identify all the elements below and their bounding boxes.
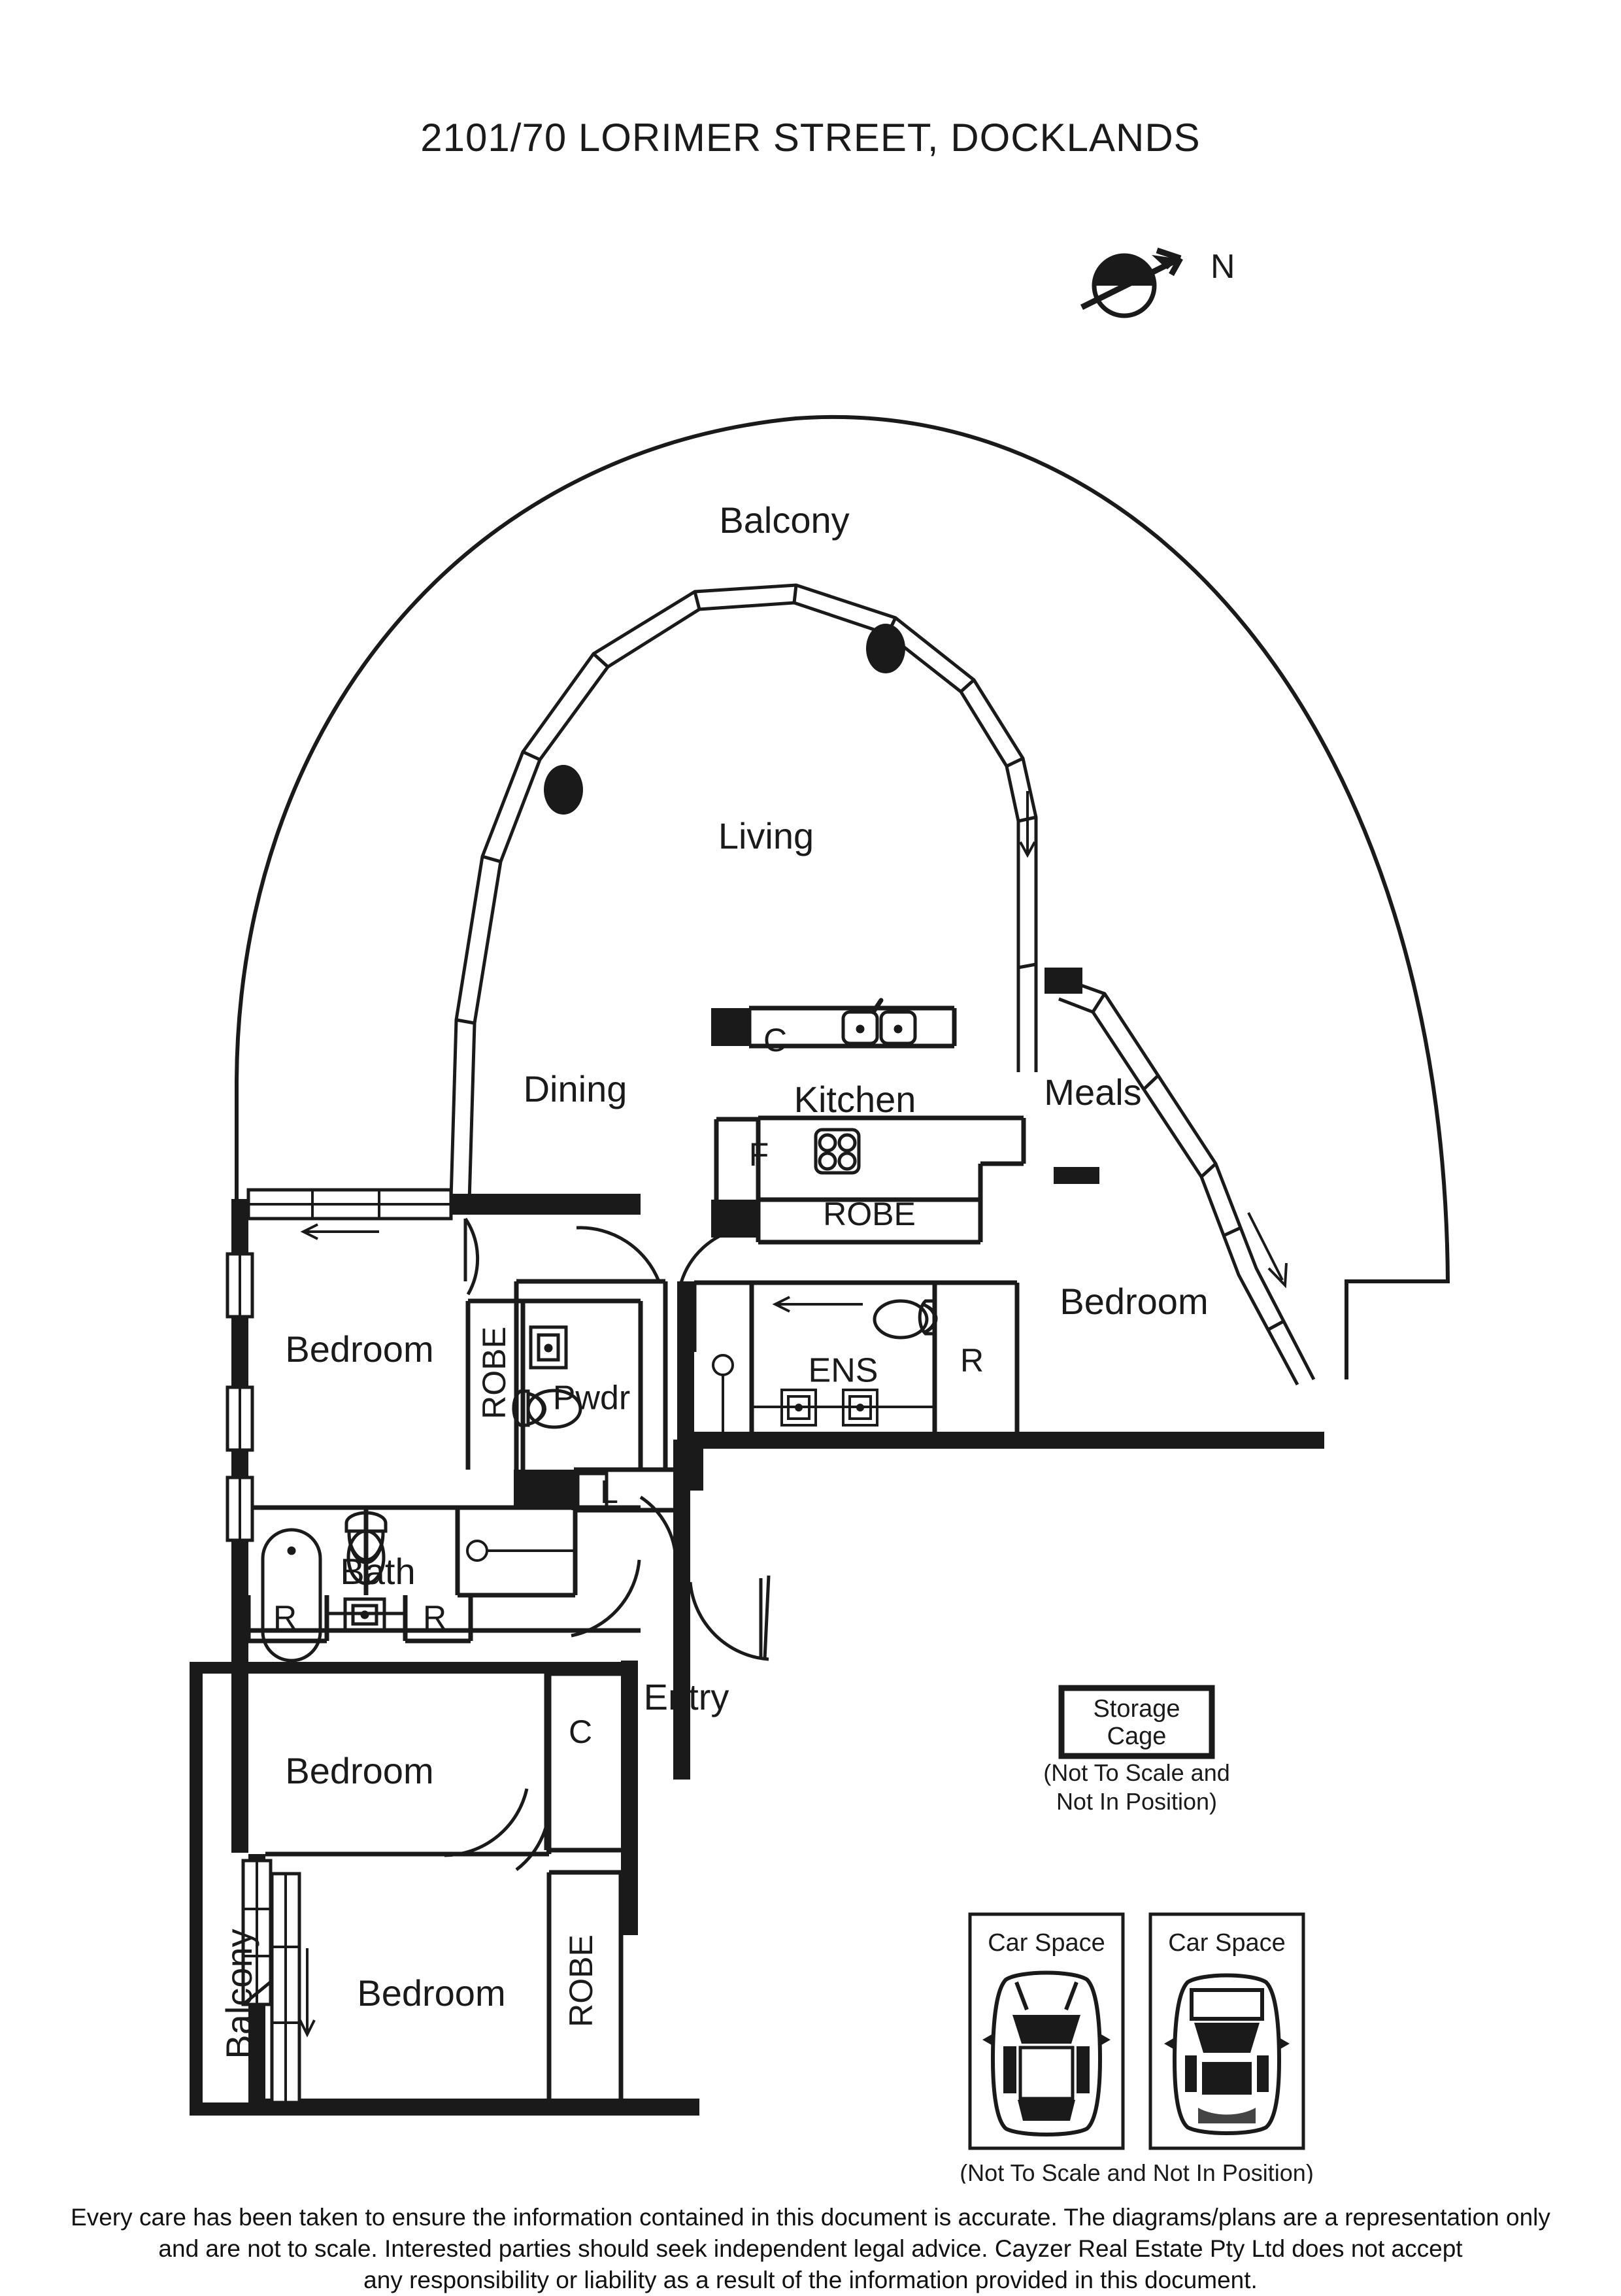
toilet-pwdr-icon <box>512 1389 582 1429</box>
room-label-pwdr: Pwdr <box>553 1379 630 1417</box>
fixture-label-robe-ens: R <box>960 1342 984 1379</box>
disclaimer-line-2: and are not to scale. Interested parties… <box>158 2235 1463 2263</box>
room-label-dining: Dining <box>524 1068 627 1109</box>
slide-arrow-dining <box>300 1223 379 1240</box>
bathtub-icon <box>261 1528 322 1663</box>
fixture-label-laundry: L <box>600 1474 618 1510</box>
room-label-bedroom-sw: Bedroom <box>285 1750 433 1791</box>
right-glazing <box>1058 975 1316 1386</box>
room-label-bedroom-west: Bedroom <box>285 1328 433 1370</box>
storage-cage-box <box>1058 1685 1215 1759</box>
room-label-ens: ENS <box>809 1352 878 1390</box>
basin-pwdr-icon <box>529 1325 568 1370</box>
slide-arrow-bedroom-right <box>1247 1212 1288 1289</box>
toilet-bath-icon <box>344 1511 388 1585</box>
fixture-label-robe-bath-right: R <box>423 1599 446 1636</box>
storage-cage-caption-line2: Not In Position) <box>1056 1788 1217 1815</box>
disclaimer-line-3: any responsibility or liability as a res… <box>363 2267 1258 2294</box>
car-space-right-label: Car Space <box>1168 1929 1286 1957</box>
slide-arrow-living <box>1019 791 1036 858</box>
storage-cage-label-line1: Storage <box>1093 1695 1180 1723</box>
slide-arrow-bedroom-south <box>299 1948 316 2038</box>
fixture-label-fridge: F <box>749 1136 769 1173</box>
room-label-meals: Meals <box>1044 1072 1141 1113</box>
car-space-caption: (Not To Scale and Not In Position) <box>960 2159 1314 2184</box>
structural-walls <box>190 968 1324 2116</box>
fixture-label-robe-bed-west: ROBE <box>476 1326 512 1419</box>
arrow-ens <box>772 1296 863 1313</box>
room-label-bedroom-south: Bedroom <box>357 1972 505 2014</box>
laundry-appliance-icon <box>576 1472 609 1510</box>
balcony-sw-step <box>242 1874 274 2006</box>
floor-plan-canvas: N <box>190 247 1450 2184</box>
room-label-bath: Bath <box>340 1551 415 1592</box>
room-label-bedroom-main: Bedroom <box>1060 1281 1208 1322</box>
fixture-label-robe-bed-south: ROBE <box>563 1934 599 2027</box>
balcony-outline <box>235 414 1450 1379</box>
room-label-balcony-sw: Balcony <box>218 1929 259 2059</box>
footer-disclaimer: Every care has been taken to ensure the … <box>0 2202 1621 2296</box>
door-marker-living-right <box>866 624 905 673</box>
kitchen-sink-icon <box>841 998 917 1045</box>
basins-ens-icon <box>752 1389 935 1427</box>
disclaimer-line-1: Every care has been taken to ensure the … <box>71 2204 1550 2231</box>
car-icon-left <box>982 1970 1111 2136</box>
room-label-kitchen: Kitchen <box>794 1079 916 1120</box>
shower-bath-icon <box>466 1540 575 1562</box>
compass-label: N <box>1211 248 1235 286</box>
fixture-label-robe-bath-left: R <box>273 1599 297 1636</box>
car-space-left-label: Car Space <box>988 1929 1105 1957</box>
storage-cage-caption-line1: (Not To Scale and <box>1043 1759 1230 1786</box>
storage-cage-label-line2: Cage <box>1107 1723 1167 1750</box>
living-glazing <box>449 583 1038 1202</box>
room-label-entry: Entry <box>644 1676 729 1717</box>
toilet-ens-icon <box>873 1299 938 1340</box>
fixture-label-cupboard-kitchen: C <box>763 1022 787 1058</box>
fixture-labels: ROBE ROBE ROBE C C F L R R R <box>273 1022 984 2027</box>
window-bedroom-south-mullions <box>272 1874 299 2102</box>
cooktop-icon <box>814 1128 861 1175</box>
window-dining-mullions <box>248 1190 451 1219</box>
door-marker-living-left <box>544 765 583 815</box>
page-title: 2101/70 LORIMER STREET, DOCKLANDS <box>420 116 1201 160</box>
fixture-label-cupboard-entry: C <box>569 1714 592 1750</box>
shower-ens-icon <box>712 1354 734 1432</box>
fixture-label-robe-kitchen: ROBE <box>823 1196 916 1232</box>
basin-bath-icon <box>327 1597 405 1632</box>
compass-north-icon <box>1080 247 1183 318</box>
room-label-living: Living <box>718 815 814 856</box>
interior-partitions <box>246 1005 1026 2099</box>
door-swings <box>444 1217 771 1871</box>
car-icon-right <box>1164 1973 1290 2135</box>
window-bedroom-sw-mullions <box>243 1861 271 2004</box>
room-label-balcony-main: Balcony <box>719 499 849 541</box>
